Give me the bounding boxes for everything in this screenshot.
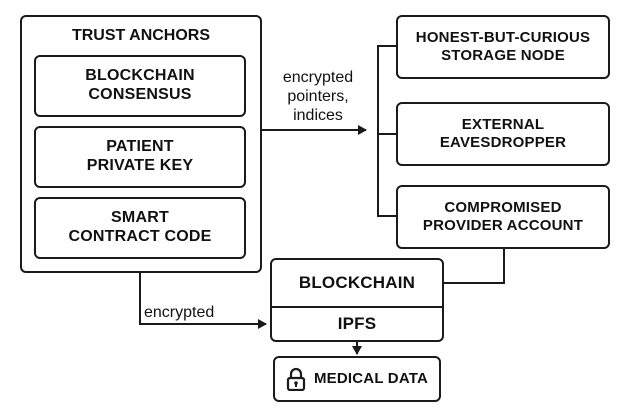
medical-data-box: MEDICAL DATA — [273, 356, 441, 402]
medical-data-label: MEDICAL DATA — [313, 370, 429, 388]
adversary-label-line1: COMPROMISED — [444, 199, 562, 217]
edge-label-encrypted-pointers: encrypted pointers, indices — [262, 68, 374, 126]
adversary-eavesdropper: EXTERNAL EAVESDROPPER — [396, 102, 610, 166]
adversary-label-line1: EXTERNAL — [461, 116, 545, 134]
storage-blockchain-label: BLOCKCHAIN — [298, 272, 416, 292]
adversary-label-line1: HONEST-BUT-CURIOUS — [415, 29, 591, 47]
anchor-label-line2: CONSENSUS — [88, 86, 192, 103]
adversary-label-line2: EAVESDROPPER — [439, 134, 567, 151]
connector-adversary-bracket — [377, 45, 396, 217]
anchor-smart-contract-code: SMART CONTRACT CODE — [34, 197, 246, 259]
adversary-storage-node: HONEST-BUT-CURIOUS STORAGE NODE — [396, 15, 610, 79]
anchor-label-line1: SMART — [111, 209, 169, 227]
connector-anchors-to-ipfs — [139, 273, 267, 329]
storage-blockchain-layer: BLOCKCHAIN — [270, 258, 444, 308]
anchor-blockchain-consensus: BLOCKCHAIN CONSENSUS — [34, 55, 246, 117]
storage-ipfs-layer: IPFS — [270, 306, 444, 342]
edge-label-line1: encrypted — [282, 69, 354, 86]
anchor-label-line1: BLOCKCHAIN — [85, 67, 195, 85]
adversary-label-line2: PROVIDER ACCOUNT — [422, 217, 584, 234]
connector-provider-to-blockchain — [444, 248, 505, 284]
edge-label-encrypted: encrypted — [144, 304, 215, 321]
adversary-label-line2: STORAGE NODE — [441, 47, 565, 64]
edge-label-line3: indices — [293, 107, 343, 125]
anchor-patient-private-key: PATIENT PRIVATE KEY — [34, 126, 246, 188]
edge-label-line2: pointers, — [287, 88, 349, 106]
anchor-label-line2: CONTRACT CODE — [68, 228, 212, 245]
storage-ipfs-label: IPFS — [337, 313, 377, 333]
anchor-label-line1: PATIENT — [106, 138, 174, 156]
lock-icon — [286, 367, 306, 391]
anchor-label-line2: PRIVATE KEY — [86, 157, 194, 174]
adversary-provider-account: COMPROMISED PROVIDER ACCOUNT — [396, 185, 610, 249]
trust-anchors-title: TRUST ANCHORS — [71, 27, 211, 44]
